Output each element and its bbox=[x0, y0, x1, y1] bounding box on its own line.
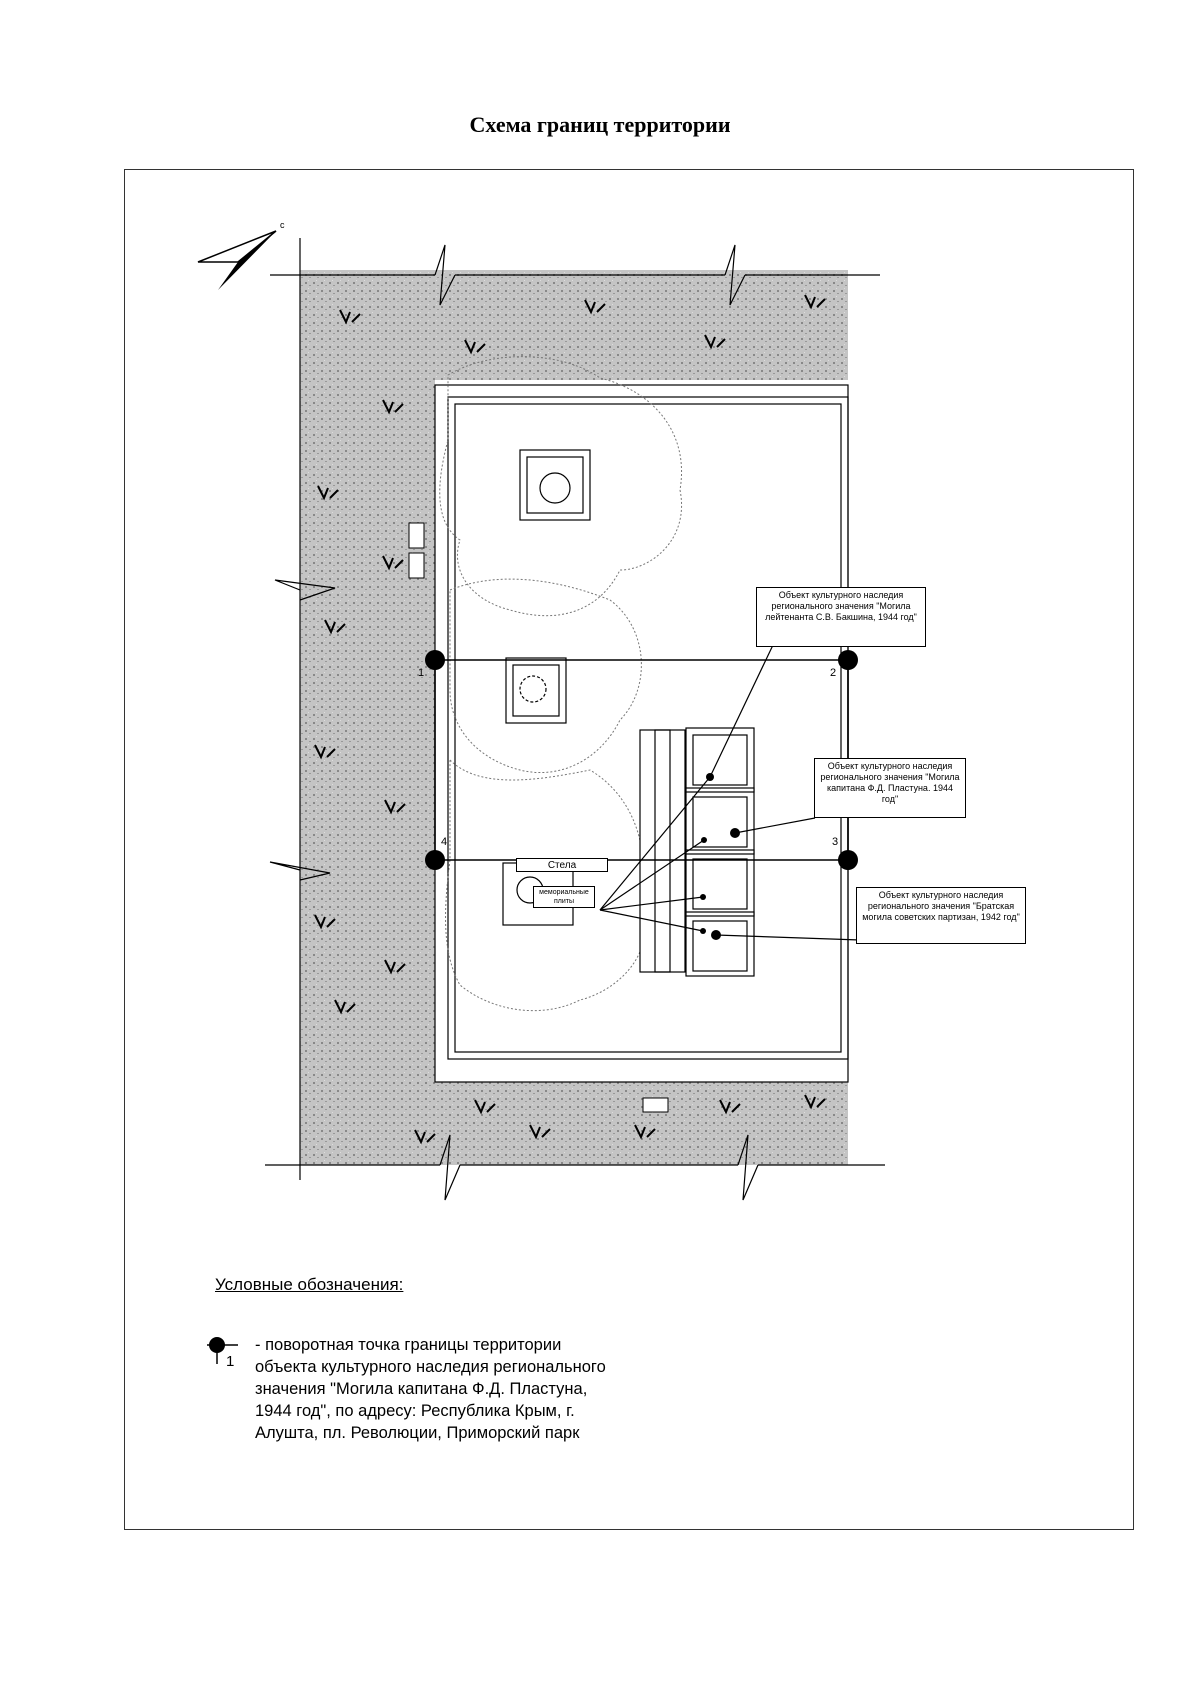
boundary-point-2 bbox=[838, 650, 858, 670]
legend-title: Условные обозначения: bbox=[215, 1275, 404, 1294]
legend-point-number: 1 bbox=[226, 1353, 235, 1370]
vegetation-area bbox=[300, 270, 848, 1165]
boundary-point-label-3: 3 bbox=[832, 836, 839, 848]
boundary-point-3 bbox=[838, 850, 858, 870]
stela-label: Стела bbox=[516, 858, 608, 872]
map-frame bbox=[124, 169, 1134, 1530]
memorial-plates-label: мемориальные плиты bbox=[533, 886, 595, 908]
boundary-point-label-1: 1 bbox=[418, 667, 425, 679]
benches bbox=[408, 522, 669, 1113]
page-title: Схема границ территории bbox=[469, 112, 731, 137]
graves-block bbox=[639, 727, 755, 977]
boundary-point-markers bbox=[425, 650, 858, 870]
boundary-point-label-2: 2 bbox=[830, 667, 837, 679]
legend-boundary-point-icon bbox=[207, 1337, 238, 1364]
svg-text:с: с bbox=[280, 220, 285, 230]
north-arrow-icon: с bbox=[197, 220, 285, 290]
leader-lines bbox=[599, 644, 861, 941]
tree-crowns bbox=[439, 356, 682, 1012]
boundary-point-label-4: 4 bbox=[441, 836, 448, 848]
callout-bakshin-grave: Объект культурного наследия региональног… bbox=[756, 587, 926, 647]
road-edges bbox=[265, 238, 885, 1201]
grave-markers bbox=[700, 773, 740, 940]
boundary-point-1 bbox=[425, 650, 445, 670]
legend-text: - поворотная точка границы территории об… bbox=[255, 1336, 606, 1442]
callout-partisans-grave: Объект культурного наследия региональног… bbox=[856, 887, 1026, 944]
callout-plastun-grave: Объект культурного наследия региональног… bbox=[814, 758, 966, 818]
monument-icons bbox=[502, 449, 591, 926]
grass-icons bbox=[314, 294, 826, 1145]
boundary-point-4 bbox=[425, 850, 445, 870]
